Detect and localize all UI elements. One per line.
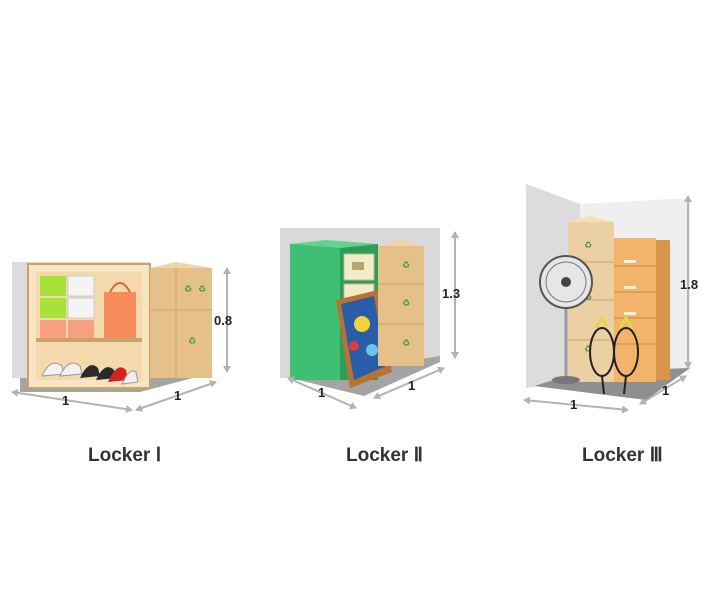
white-box xyxy=(67,297,95,319)
width-arrow xyxy=(287,376,357,410)
locker-3-title: Locker Ⅲ xyxy=(582,445,663,466)
svg-text:♻: ♻ xyxy=(402,299,410,309)
locker-1-graphic: ♻ ♻ ♻ xyxy=(11,262,231,414)
locker-2-height-label: 1.3 xyxy=(442,286,461,301)
salmon-box xyxy=(68,320,94,338)
svg-text:♻: ♻ xyxy=(402,339,410,349)
locker-3-graphic: ♻ ♻ ♻ xyxy=(523,184,692,414)
locker-3-depth-label: 1 xyxy=(662,383,670,398)
tennis-rackets xyxy=(589,315,639,395)
depth-arrow xyxy=(135,380,217,412)
locker-2-width-label: 1 xyxy=(318,385,326,400)
fan xyxy=(539,255,593,384)
locker-1-height-label: 0.8 xyxy=(214,313,233,328)
svg-text:♻: ♻ xyxy=(584,241,592,251)
lime-box xyxy=(40,276,66,296)
width-arrow xyxy=(523,396,629,414)
lime-box xyxy=(40,298,66,318)
svg-text:♻: ♻ xyxy=(184,285,192,295)
locker-2-depth-label: 1 xyxy=(408,378,416,393)
locker-3-height-label: 1.8 xyxy=(680,277,699,292)
locker-1-width-label: 1 xyxy=(62,393,70,408)
svg-text:♻: ♻ xyxy=(198,285,206,295)
svg-text:♻: ♻ xyxy=(584,293,592,303)
depth-arrow xyxy=(373,366,445,400)
orange-bag xyxy=(104,292,136,338)
cardboard-boxes: ♻ ♻ ♻ xyxy=(150,262,212,378)
white-box xyxy=(67,275,95,297)
locker-1-title: Locker Ⅰ xyxy=(88,445,162,466)
locker-3-width-label: 1 xyxy=(570,397,578,412)
shelf-unit xyxy=(27,263,151,389)
svg-text:♻: ♻ xyxy=(402,261,410,271)
width-arrow xyxy=(11,388,133,414)
depth-arrow xyxy=(639,375,687,405)
locker-2-graphic: ♻ ♻ ♻ xyxy=(280,228,459,410)
cardboard-boxes: ♻ ♻ ♻ xyxy=(378,240,424,366)
locker-2-title: Locker Ⅱ xyxy=(346,445,423,466)
salmon-box xyxy=(40,320,66,338)
locker-1-depth-label: 1 xyxy=(174,388,182,403)
svg-text:♻: ♻ xyxy=(188,337,196,347)
svg-text:♻: ♻ xyxy=(584,345,592,355)
